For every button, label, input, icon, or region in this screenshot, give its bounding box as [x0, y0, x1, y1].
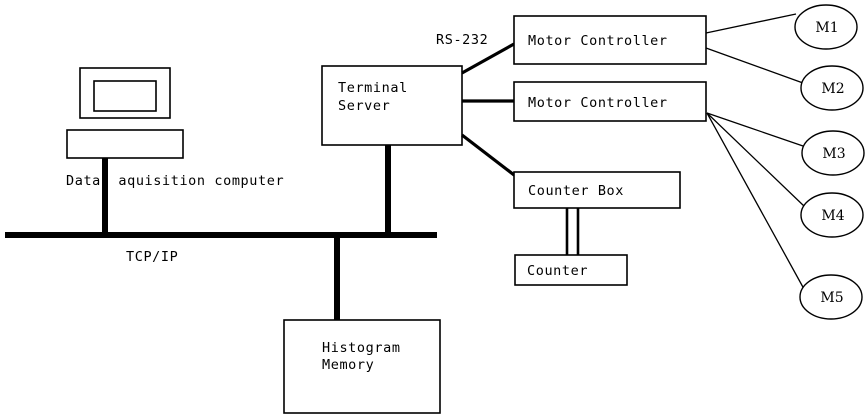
counter-node[interactable]: Counter — [514, 254, 628, 286]
link-motor-controller-2-to-m3 — [706, 112, 804, 147]
counter-box-node[interactable]: Counter Box — [513, 171, 681, 209]
terminal-server-box — [321, 65, 463, 146]
motor-controller-2-node[interactable]: Motor Controller — [513, 81, 707, 122]
counter-label: Counter — [527, 263, 588, 279]
link-motor-controller-2-to-m5 — [706, 112, 805, 290]
motor-controller-2-box — [513, 81, 707, 122]
motor-m5-label: M5 — [820, 290, 843, 306]
counter-rect — [514, 254, 628, 286]
motor-controller-1-label: Motor Controller — [528, 33, 668, 49]
motor-m4-label: M4 — [821, 208, 844, 224]
terminal-server-label-line1: Terminal — [338, 80, 408, 96]
motor-m2-label: M2 — [821, 81, 844, 97]
tcpip-link-label: TCP/IP — [126, 249, 178, 265]
motor-m3-node[interactable]: M3 — [801, 130, 865, 176]
counter-box-label: Counter Box — [528, 183, 624, 199]
motor-m4-node[interactable]: M4 — [800, 192, 864, 238]
motor-m3-ellipse — [801, 130, 865, 176]
counter-box-rect — [513, 171, 681, 209]
computer-base — [66, 129, 184, 159]
motor-m3-label: M3 — [822, 146, 845, 162]
motor-m2-node[interactable]: M2 — [800, 65, 864, 111]
histogram-memory-label-line1: Histogram — [322, 340, 401, 356]
terminal-server-label-line2: Server — [338, 98, 390, 114]
motor-controller-1-node[interactable]: Motor Controller — [513, 15, 707, 65]
motor-controller-2-label: Motor Controller — [528, 95, 668, 111]
rs232-link-label: RS-232 — [436, 32, 488, 48]
data-acquisition-computer[interactable]: Data aquisition computer — [66, 67, 284, 189]
link-terminal-server-to-motor-controller-1 — [461, 42, 515, 75]
histogram-memory-node[interactable]: Histogram Memory — [283, 319, 441, 414]
link-motor-controller-1-to-m1 — [705, 13, 797, 34]
motor-m4-ellipse — [800, 192, 864, 238]
motor-m1-node[interactable]: M1 — [794, 4, 858, 50]
histogram-memory-label-line2: Memory — [322, 357, 374, 373]
motor-m5-node[interactable]: M5 — [799, 274, 863, 320]
computer-screen-inner — [93, 80, 157, 112]
motor-m2-ellipse — [800, 65, 864, 111]
terminal-server-node[interactable]: Terminal Server — [321, 65, 463, 146]
motor-controller-1-box — [513, 15, 707, 65]
link-terminal-server-to-counter-box — [461, 133, 519, 180]
motor-m1-ellipse — [794, 4, 858, 50]
motor-m1-label: M1 — [815, 20, 838, 36]
link-motor-controller-2-to-m4 — [706, 112, 806, 208]
data-acquisition-computer-label: Data aquisition computer — [66, 173, 284, 189]
histogram-memory-box — [283, 319, 441, 414]
motor-m5-ellipse — [799, 274, 863, 320]
link-motor-controller-1-to-m2 — [705, 47, 804, 84]
